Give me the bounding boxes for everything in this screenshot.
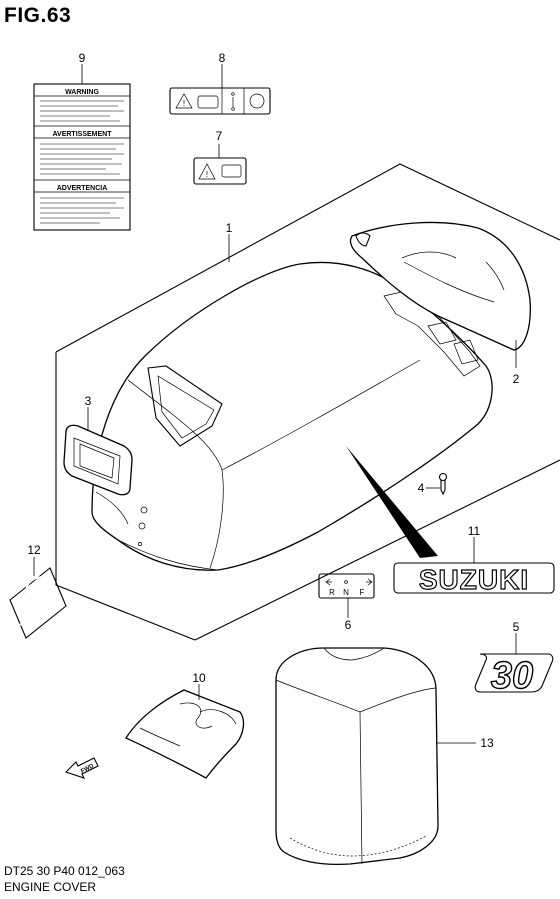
callout-11: 11 — [468, 524, 481, 538]
svg-text:!: ! — [206, 170, 208, 179]
shift-r-label: R — [329, 588, 335, 597]
figure-code: DT25 30 P40 012_063 — [4, 864, 125, 878]
model-30-text: 30 — [491, 655, 533, 697]
assembly-box — [55, 163, 560, 641]
avertissement-heading: AVERTISSEMENT — [53, 131, 113, 138]
advertencia-heading: ADVERTENCIA — [57, 185, 108, 192]
part-10-cover-pouch — [125, 689, 245, 779]
leader-lines — [33, 64, 517, 744]
fwd-label: FWD — [80, 763, 95, 775]
part-5-model-emblem: 30 — [474, 653, 554, 698]
callout-1: 1 — [226, 221, 233, 235]
svg-text:!: ! — [183, 99, 185, 108]
part-12-s-emblem — [9, 567, 67, 639]
callout-7: 7 — [216, 129, 223, 143]
part-7-caution-label: ! — [193, 157, 247, 185]
callout-4: 4 — [418, 481, 425, 495]
fwd-arrow: FWD — [64, 757, 99, 779]
part-3-intake-seal — [63, 424, 133, 496]
callout-13: 13 — [480, 736, 494, 750]
part-11-logo-emblem: SUZUKI — [393, 562, 555, 596]
callout-5: 5 — [513, 620, 520, 634]
figure-name: ENGINE COVER — [4, 880, 97, 894]
callout-12: 12 — [27, 543, 41, 557]
engine-icon — [197, 95, 219, 109]
part-6-shift-label: R N F — [318, 573, 375, 599]
part-8-caution-label: ! — [169, 87, 271, 115]
shift-f-label: F — [360, 588, 365, 597]
callout-numbers: 1 2 3 4 5 6 7 8 9 10 11 12 13 — [27, 51, 519, 750]
part-13-bag-cover — [275, 647, 439, 866]
part-4-screw — [438, 472, 448, 496]
callout-8: 8 — [219, 51, 226, 65]
suzuki-logo-text: SUZUKI — [419, 564, 529, 595]
rotation-icon — [249, 93, 265, 109]
callout-10: 10 — [192, 671, 206, 685]
part-2-rear-cover — [349, 221, 531, 351]
caution-triangle-icon — [198, 163, 216, 180]
part-9-warning-label: WARNING AVERTISSEMENT ADVERTENCIA — [33, 83, 131, 231]
callout-6: 6 — [345, 618, 352, 632]
warning-heading: WARNING — [65, 89, 99, 96]
callout-3: 3 — [85, 394, 92, 408]
shift-n-label: N — [343, 588, 349, 597]
callout-9: 9 — [79, 51, 86, 65]
figure-title: FIG.63 — [4, 4, 72, 27]
part-1-engine-cover — [91, 261, 493, 571]
caution-triangle-icon — [175, 93, 193, 109]
engine-icon — [221, 164, 242, 178]
callout-2: 2 — [513, 372, 520, 386]
